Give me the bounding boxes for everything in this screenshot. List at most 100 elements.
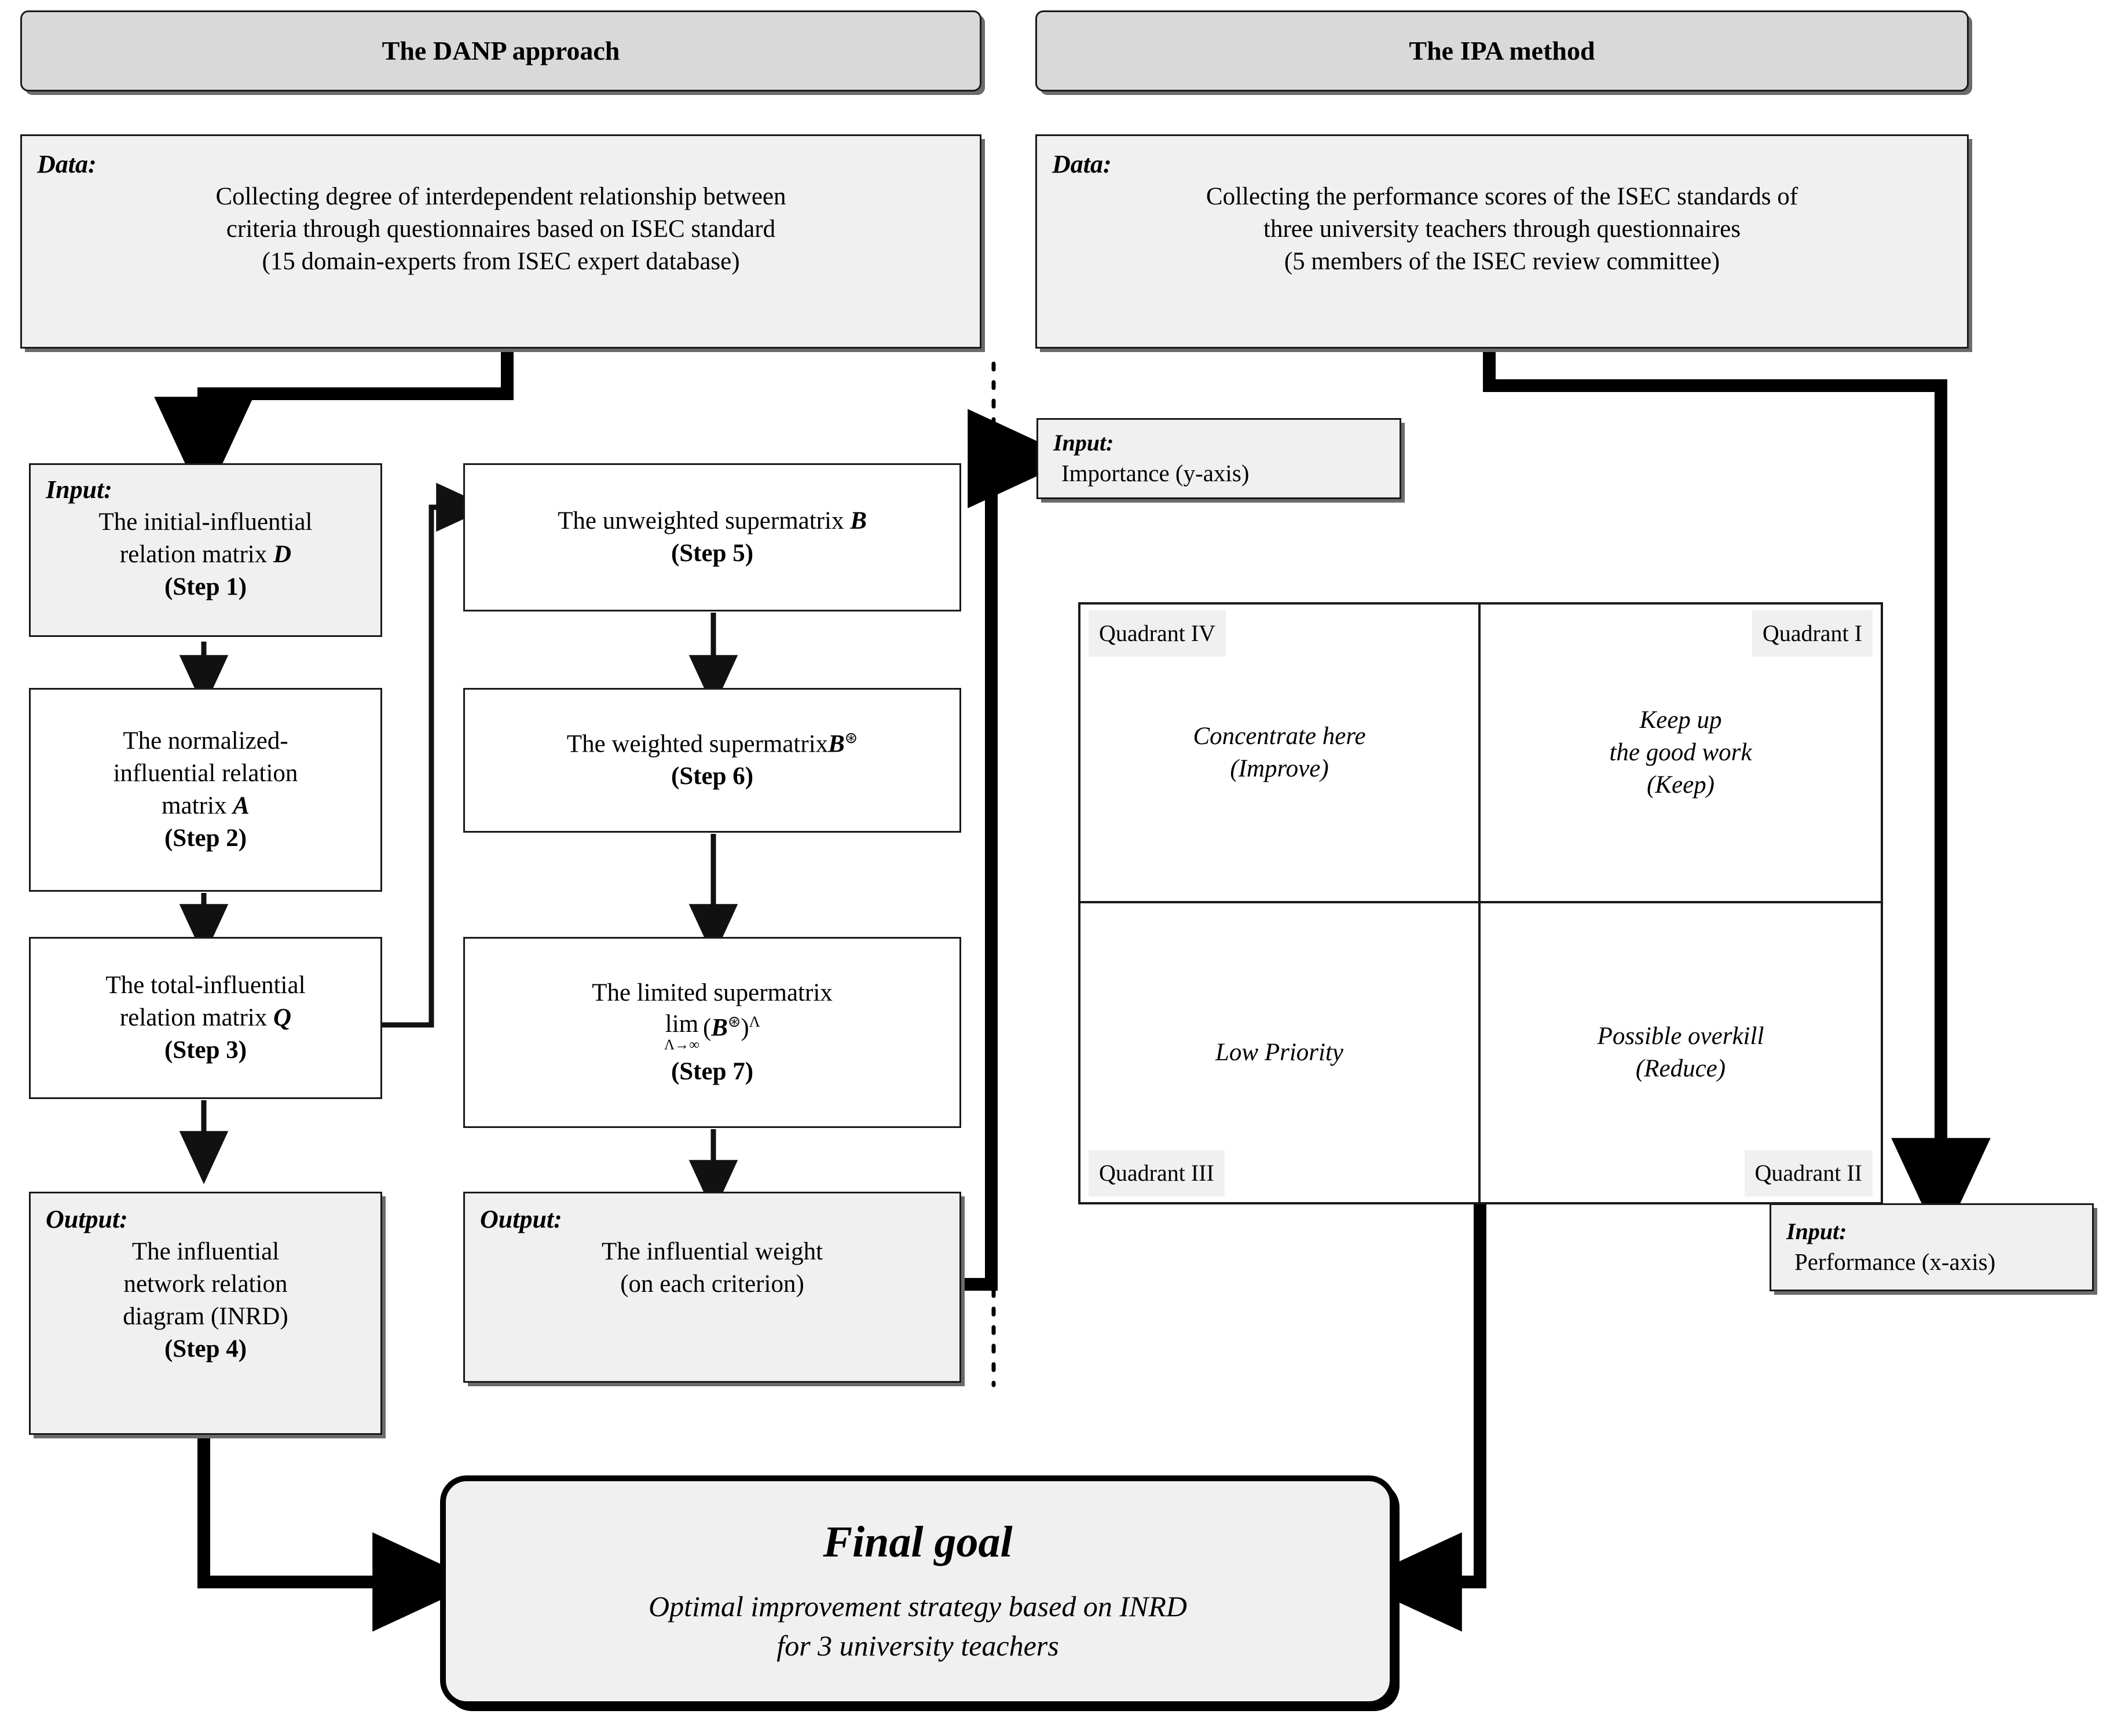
output-weight-line1: The influential weight: [601, 1238, 823, 1266]
quadrant-iii-tag: Quadrant III: [1089, 1150, 1225, 1196]
input-performance-label: Input:: [1786, 1218, 1847, 1245]
step7-limit-subscript: Λ→∞: [664, 1037, 699, 1053]
step7-step-tag: (Step 7): [671, 1058, 754, 1085]
final-goal-box: Final goal Optimal improvement strategy …: [440, 1475, 1395, 1707]
input-importance-box: Input: Importance (y-axis): [1036, 418, 1401, 499]
ipa-data-line1: Collecting the performance scores of the…: [1206, 183, 1798, 211]
final-goal-title: Final goal: [823, 1518, 1013, 1566]
step7-limit-operator: lim: [665, 1010, 699, 1038]
step7-limit-symbol: B: [711, 1014, 728, 1042]
step1-step-tag: (Step 1): [164, 573, 247, 600]
quadrant-iv-line1: Concentrate here: [1193, 723, 1366, 750]
step5-line1: The unweighted supermatrix B: [558, 505, 867, 537]
ipa-quadrant-matrix: Quadrant IV Concentrate here (Improve) Q…: [1078, 602, 1883, 1204]
step1-line2: relation matrix D: [120, 539, 291, 571]
step1-input-initial-matrix: Input: The initial-influential relation …: [29, 463, 382, 637]
quadrant-iv-text: Concentrate here (Improve): [1193, 720, 1365, 785]
step4-step-tag: (Step 4): [164, 1335, 247, 1363]
quadrant-ii-tag: Quadrant II: [1744, 1150, 1873, 1196]
step7-limit-superscript: ⊛: [727, 1013, 741, 1030]
input-performance-box: Input: Performance (x-axis): [1770, 1203, 2094, 1291]
step2-line1: The normalized-: [123, 727, 288, 755]
step7-limited-supermatrix: The limited supermatrix lim Λ→∞ (B⊛)Λ (S…: [463, 937, 961, 1128]
step4-line2: network relation: [123, 1270, 288, 1298]
step1-symbol: D: [273, 541, 292, 569]
header-danp-label: The DANP approach: [382, 36, 620, 66]
step5-line1-text: The unweighted supermatrix: [558, 507, 844, 535]
step2-line2: influential relation: [113, 760, 298, 788]
quadrant-i-line2: the good work: [1609, 739, 1752, 767]
step6-step-tag: (Step 6): [671, 763, 754, 790]
arrow-quadrant-to-final-goal: [1355, 1204, 1486, 1632]
step3-total-matrix: The total-influential relation matrix Q …: [29, 937, 382, 1099]
arrow-data-to-step1: [154, 349, 514, 504]
input-performance-value: Performance (x-axis): [1794, 1248, 1996, 1276]
step3-symbol: Q: [273, 1004, 292, 1032]
step2-line3: matrix A: [162, 790, 250, 822]
step6-line1-text: The weighted supermatrix: [566, 730, 829, 758]
quadrant-i-tag: Quadrant I: [1752, 610, 1873, 657]
step4-line1: The influential: [131, 1238, 280, 1266]
header-danp-approach: The DANP approach: [20, 10, 981, 91]
quadrant-ii-line1: Possible overkill: [1597, 1023, 1764, 1050]
quadrant-iii-line1: Low Priority: [1215, 1039, 1343, 1067]
quadrant-iv-line2: (Improve): [1230, 755, 1329, 782]
step2-line3-text: matrix: [162, 792, 227, 819]
quadrant-ii-line2: (Reduce): [1635, 1055, 1726, 1082]
danp-data-label: Data:: [37, 150, 97, 178]
input-importance-label: Input:: [1053, 430, 1114, 456]
step1-line2-text: relation matrix: [119, 541, 268, 569]
step4-output-inrd: Output: The influential network relation…: [29, 1192, 382, 1435]
ipa-data-line2: three university teachers through questi…: [1263, 215, 1741, 243]
step2-normalized-matrix: The normalized- influential relation mat…: [29, 688, 382, 892]
quadrant-i-text: Keep up the good work (Keep): [1609, 704, 1752, 801]
step1-label: Input:: [46, 475, 112, 504]
quadrant-iv-concentrate-here: Quadrant IV Concentrate here (Improve): [1080, 605, 1481, 903]
step3-line2-text: relation matrix: [119, 1004, 268, 1032]
step2-symbol: A: [233, 792, 250, 819]
output-influential-weight: Output: The influential weight (on each …: [463, 1192, 961, 1383]
quadrant-iii-text: Low Priority: [1215, 1037, 1343, 1069]
step6-weighted-supermatrix: The weighted supermatrixB⊛ (Step 6): [463, 688, 961, 833]
ipa-data-label: Data:: [1052, 150, 1112, 178]
step7-limit-expression: lim Λ→∞ (B⊛)Λ: [664, 1012, 760, 1052]
output-weight-label: Output:: [480, 1205, 562, 1233]
quadrant-iv-tag: Quadrant IV: [1089, 610, 1226, 657]
ipa-data-box: Data: Collecting the performance scores …: [1035, 134, 1969, 349]
final-goal-subtitle: Optimal improvement strategy based on IN…: [649, 1587, 1187, 1665]
header-ipa-method: The IPA method: [1035, 10, 1969, 91]
final-goal-line2: for 3 university teachers: [776, 1629, 1059, 1662]
quadrant-i-keep-up-good-work: Quadrant I Keep up the good work (Keep): [1481, 605, 1881, 903]
step6-superscript: ⊛: [844, 728, 858, 746]
arrow-step3-to-step5: [379, 482, 490, 1028]
step5-step-tag: (Step 5): [671, 540, 754, 567]
step1-line1: The initial-influential: [98, 508, 313, 536]
step3-step-tag: (Step 3): [164, 1036, 247, 1064]
step7-paren-open: (: [702, 1014, 712, 1042]
step2-step-tag: (Step 2): [164, 824, 247, 852]
danp-data-line1: Collecting degree of interdependent rela…: [215, 183, 786, 211]
quadrant-i-line3: (Keep): [1646, 771, 1715, 799]
step6-symbol: B: [828, 730, 845, 758]
quadrant-ii-possible-overkill: Quadrant II Possible overkill (Reduce): [1481, 903, 1881, 1202]
header-ipa-label: The IPA method: [1409, 36, 1595, 66]
input-importance-value: Importance (y-axis): [1061, 460, 1250, 487]
step7-line1: The limited supermatrix: [592, 979, 833, 1007]
danp-data-box: Data: Collecting degree of interdependen…: [20, 134, 981, 349]
output-weight-line2: (on each criterion): [620, 1270, 804, 1298]
danp-data-line3: (15 domain-experts from ISEC expert data…: [262, 247, 740, 275]
step3-line1: The total-influential: [105, 972, 306, 999]
step3-line2: relation matrix Q: [120, 1002, 291, 1034]
arrow-weight-to-importance: [955, 409, 1075, 1291]
quadrant-ii-text: Possible overkill (Reduce): [1598, 1020, 1764, 1085]
step7-limit-power: Λ: [749, 1013, 760, 1030]
step5-symbol: B: [850, 507, 867, 535]
danp-data-line2: criteria through questionnaires based on…: [226, 215, 776, 243]
step6-line1: The weighted supermatrixB⊛: [567, 728, 858, 760]
step5-unweighted-supermatrix: The unweighted supermatrix B (Step 5): [463, 463, 961, 611]
quadrant-iii-low-priority: Quadrant III Low Priority: [1080, 903, 1481, 1202]
quadrant-i-line1: Keep up: [1639, 706, 1722, 734]
final-goal-line1: Optimal improvement strategy based on IN…: [649, 1590, 1187, 1623]
step7-paren-close: ): [741, 1014, 749, 1042]
